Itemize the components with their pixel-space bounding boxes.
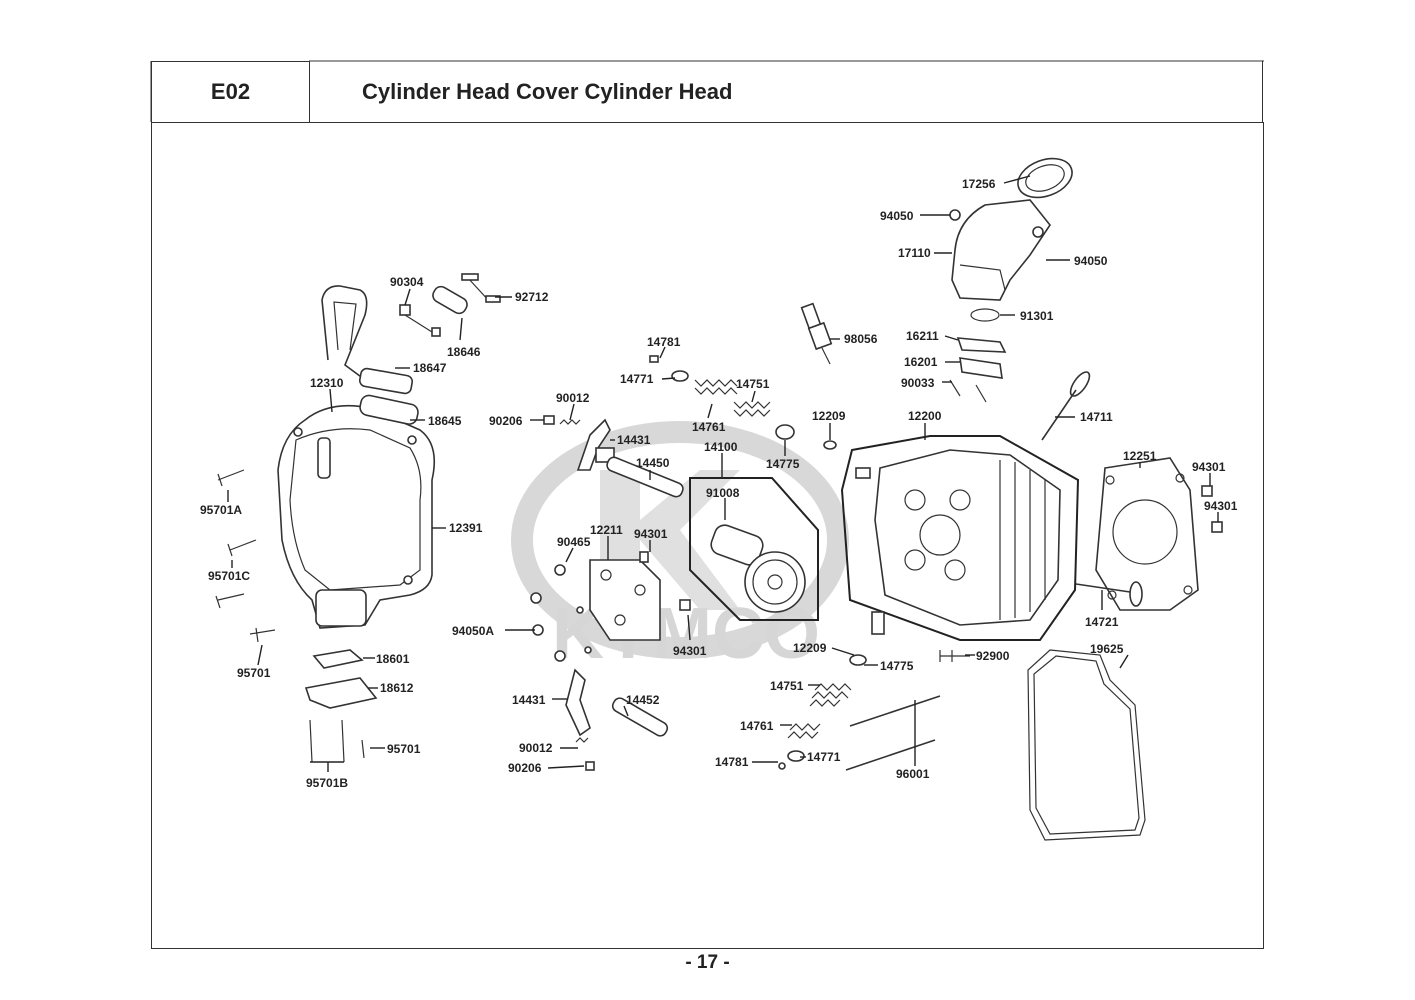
page-number: - 17 - xyxy=(685,952,730,973)
callout-14771-b: 14771 xyxy=(807,750,841,764)
callout-14751: 14751 xyxy=(736,377,770,391)
callout-14100: 14100 xyxy=(704,440,738,454)
callout-17110: 17110 xyxy=(898,246,931,260)
section-title: Cylinder Head Cover Cylinder Head xyxy=(309,61,1263,122)
callout-90206-b: 90206 xyxy=(508,761,542,775)
callout-12251: 12251 xyxy=(1123,449,1157,463)
callout-12209-b: 12209 xyxy=(793,641,827,655)
callout-12211: 12211 xyxy=(590,523,623,537)
callout-94301-c: 94301 xyxy=(634,527,668,541)
callout-labels: 17256 94050 17110 94050 91301 90304 9271… xyxy=(200,177,1238,790)
callout-18612: 18612 xyxy=(380,681,414,695)
callout-90465: 90465 xyxy=(557,535,591,549)
callout-95701C: 95701C xyxy=(208,569,250,583)
callout-12310: 12310 xyxy=(310,376,344,390)
rocker-arm-lower xyxy=(565,668,669,771)
callout-90206: 90206 xyxy=(489,414,523,428)
callout-94050: 94050 xyxy=(880,209,914,223)
intake-manifold-part xyxy=(949,157,1073,322)
callout-94050-b: 94050 xyxy=(1074,254,1108,268)
callout-14721: 14721 xyxy=(1085,615,1119,629)
callout-95701B: 95701B xyxy=(306,776,348,790)
callout-14775: 14775 xyxy=(766,457,800,471)
callout-94301-d: 94301 xyxy=(673,644,707,658)
callout-14431: 14431 xyxy=(617,433,651,447)
callout-95701: 95701 xyxy=(237,666,271,680)
intake-valve-part xyxy=(1075,581,1143,607)
intake-gaskets xyxy=(949,337,1007,403)
callout-14761: 14761 xyxy=(692,420,726,434)
callout-92900: 92900 xyxy=(976,649,1010,663)
rocker-arm-upper xyxy=(543,415,684,498)
callout-12200: 12200 xyxy=(908,409,942,423)
callout-90012-b: 90012 xyxy=(519,741,553,755)
exhaust-valve-part xyxy=(1041,371,1091,441)
valve-spring-group-lower xyxy=(778,650,970,770)
callout-96001: 96001 xyxy=(896,767,930,781)
callout-98056: 98056 xyxy=(844,332,878,346)
callout-90033: 90033 xyxy=(901,376,935,390)
callout-14431-b: 14431 xyxy=(512,693,546,707)
callout-14450: 14450 xyxy=(636,456,670,470)
callout-16201: 16201 xyxy=(904,355,938,369)
callout-14781-b: 14781 xyxy=(715,755,749,769)
callout-19625: 19625 xyxy=(1090,642,1124,656)
callout-90012: 90012 xyxy=(556,391,590,405)
callout-91301: 91301 xyxy=(1020,309,1054,323)
small-parts-top-left xyxy=(399,273,501,337)
callout-18647: 18647 xyxy=(413,361,447,375)
callout-94050A: 94050A xyxy=(452,624,494,638)
callout-14761-b: 14761 xyxy=(740,719,774,733)
breather-pipe-part xyxy=(321,285,419,425)
left-side-bolts xyxy=(215,469,378,763)
callout-92712: 92712 xyxy=(515,290,549,304)
leader-lines xyxy=(227,175,1219,772)
callout-12391: 12391 xyxy=(449,521,483,535)
callout-12209: 12209 xyxy=(812,409,846,423)
diagram-frame xyxy=(151,122,1264,949)
camshaft-assembly-part xyxy=(689,477,819,621)
callout-95701A: 95701A xyxy=(200,503,242,517)
callout-16211: 16211 xyxy=(906,329,939,343)
callout-18645: 18645 xyxy=(428,414,462,428)
camshaft-holder-part xyxy=(530,551,691,662)
callout-14771: 14771 xyxy=(620,372,654,386)
callout-94301-b: 94301 xyxy=(1204,499,1238,513)
spark-plug-part xyxy=(800,302,833,365)
head-gasket-part xyxy=(1095,457,1223,611)
callout-90304: 90304 xyxy=(390,275,424,289)
callout-18646: 18646 xyxy=(447,345,481,359)
callout-17256: 17256 xyxy=(962,177,996,191)
callout-14751-b: 14751 xyxy=(770,679,804,693)
callout-91008: 91008 xyxy=(706,486,740,500)
callout-14781: 14781 xyxy=(647,335,681,349)
callout-95701-b: 95701 xyxy=(387,742,421,756)
callout-14711: 14711 xyxy=(1080,410,1113,424)
cylinder-head-part xyxy=(840,435,1080,641)
callout-18601: 18601 xyxy=(376,652,410,666)
callout-94301: 94301 xyxy=(1192,460,1226,474)
callout-14452: 14452 xyxy=(626,693,660,707)
callout-14775-b: 14775 xyxy=(880,659,914,673)
stud-bolts-part xyxy=(845,695,941,771)
side-cover-gasket-part xyxy=(1027,649,1146,841)
cylinder-head-cover-part xyxy=(277,404,436,629)
valve-spring-group-upper xyxy=(649,355,837,450)
